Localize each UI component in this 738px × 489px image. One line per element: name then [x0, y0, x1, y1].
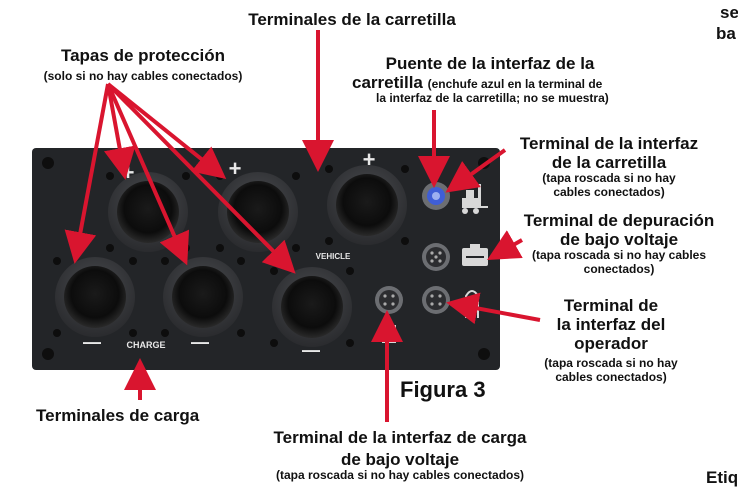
- cutoff-top-text: se ba: [716, 2, 738, 45]
- vehicle-positive-socket: [325, 165, 409, 245]
- charge-interface-label: Terminal de la interfaz de carga de bajo…: [230, 428, 570, 483]
- minus-sign: —: [83, 332, 101, 352]
- charge-interface-line2: de bajo voltaje: [340, 450, 460, 470]
- screw: [42, 157, 54, 169]
- bridge-title-line2: carretilla: [352, 73, 423, 93]
- bridge-label: Puente de la interfaz de la carretilla (…: [340, 54, 670, 106]
- operator-label: Terminal de la interfaz del operador (ta…: [506, 296, 716, 384]
- debug-note1: (tapa roscada si no hay cables: [531, 248, 707, 263]
- charge-negative-socket-2: [161, 257, 245, 337]
- operator-line3: operador: [574, 334, 648, 354]
- vehicle-negative-socket: [270, 267, 354, 347]
- bridge-title-line1: Puente de la interfaz de la: [385, 54, 595, 73]
- debug-note2: conectados): [583, 261, 655, 276]
- debug-line1: Terminal de depuración: [523, 211, 715, 230]
- cutoff-top-line1: se: [720, 3, 738, 22]
- arrow-cap-5: [106, 82, 296, 274]
- screw: [42, 348, 54, 360]
- arrow-debug: [487, 230, 523, 260]
- panel-screws: [42, 157, 490, 360]
- vehicle-interface-note2: cables conectados): [553, 184, 665, 199]
- operator-note1: (tapa roscada si no hay: [544, 356, 678, 371]
- operator-note2: cables conectados): [555, 369, 667, 384]
- arrow-operator: [446, 292, 541, 325]
- charge-terminals-label: Terminales de carga: [36, 406, 200, 425]
- debug-connector: [422, 243, 450, 271]
- vehicle-interface-label: Terminal de la interfaz de la carretilla…: [490, 134, 728, 199]
- protection-caps-title: Tapas de protección: [60, 46, 226, 65]
- minus-sign: —: [191, 332, 209, 352]
- cutoff-top-line2: ba: [716, 24, 736, 44]
- operator-line1: Terminal de: [563, 296, 659, 315]
- arrow-cap-1: [64, 83, 110, 264]
- charge-positive-socket-2: [216, 172, 300, 252]
- vehicle-text: VEHICLE: [316, 252, 351, 261]
- charge-interface-connector: [375, 286, 403, 314]
- operator-connector: [422, 286, 450, 314]
- arrow-cap-2: [103, 83, 136, 180]
- minus-sign: —: [302, 340, 320, 360]
- arrow-cap-3: [106, 83, 190, 266]
- debug-label: Terminal de depuración de bajo voltaje (…: [494, 211, 738, 276]
- toolbox-icon: [462, 244, 488, 266]
- vehicle-interface-line2: de la carretilla: [551, 153, 667, 173]
- screw: [478, 348, 490, 360]
- debug-line2: de bajo voltaje: [559, 230, 679, 250]
- figure-label: Figura 3: [400, 377, 486, 402]
- arrow-vehicle-interface: [445, 148, 507, 193]
- plus-sign: +: [229, 156, 242, 181]
- protection-caps-note: (solo si no hay cables conectados): [43, 69, 243, 84]
- protection-caps-label: Tapas de protección (solo si no hay cabl…: [8, 46, 278, 84]
- charge-text: CHARGE: [126, 340, 165, 350]
- plus-sign: +: [363, 147, 376, 172]
- charge-interface-line1: Terminal de la interfaz de carga: [273, 428, 527, 447]
- vehicle-interface-line1: Terminal de la interfaz: [519, 134, 699, 153]
- charge-negative-socket-1: [53, 257, 137, 337]
- vehicle-terminals-label: Terminales de la carretilla: [248, 10, 456, 29]
- charge-interface-note: (tapa roscada si no hay cables conectado…: [275, 468, 525, 483]
- forklift-icon: [462, 184, 488, 214]
- vehicle-interface-connector: [422, 182, 450, 210]
- arrow-cap-4: [106, 82, 227, 180]
- cutoff-bottom-text: Etiq: [706, 468, 738, 487]
- operator-line2: la interfaz del: [556, 315, 666, 335]
- vehicle-interface-note1: (tapa roscada si no hay: [542, 171, 676, 186]
- bridge-note-line2: la interfaz de la carretilla; no se mues…: [376, 91, 609, 106]
- bridge-note-line1: (enchufe azul en la terminal de: [427, 77, 603, 92]
